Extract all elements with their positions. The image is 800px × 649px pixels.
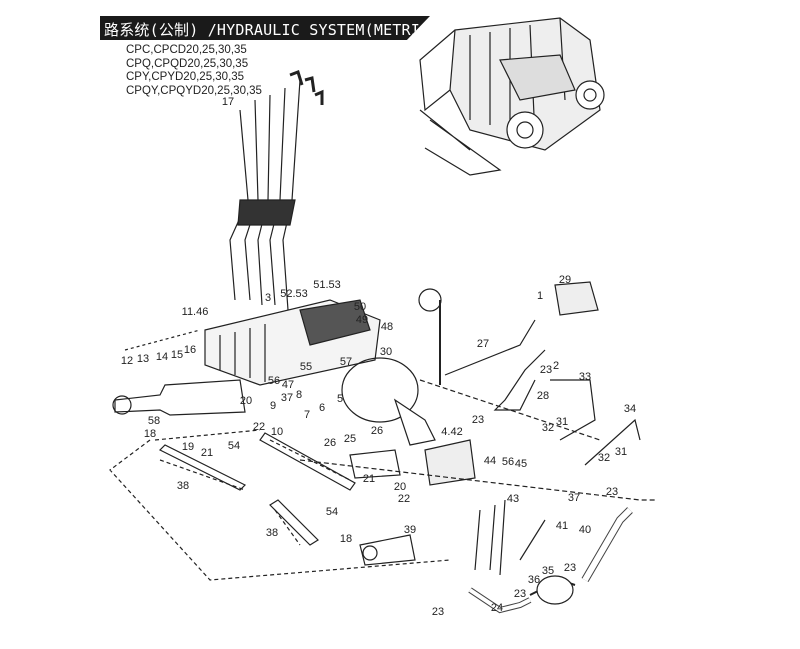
part-callout: 5 (336, 393, 344, 405)
part-callout: 57 (339, 356, 353, 368)
part-callout: 2 (552, 360, 560, 372)
part-callout: 38 (176, 480, 190, 492)
part-callout: 52.53 (280, 288, 308, 300)
part-callout: 49 (355, 314, 369, 326)
part-callout: 44 (483, 455, 497, 467)
part-callout: 56 (267, 375, 281, 387)
part-callout: 9 (269, 400, 277, 412)
part-callout: 38 (265, 527, 279, 539)
part-callout: 13 (136, 353, 150, 365)
control-levers (229, 70, 324, 311)
part-callout: 12 (120, 355, 134, 367)
part-callout: 4.42 (441, 426, 463, 438)
part-callout: 39 (403, 524, 417, 536)
part-callout: 7 (303, 409, 311, 421)
part-callout: 37 (280, 392, 294, 404)
part-callout: 43 (506, 493, 520, 505)
part-callout: 54 (227, 440, 241, 452)
part-callout: 32 (597, 452, 611, 464)
model-line: CPC,CPCD20,25,30,35 (126, 44, 247, 56)
part-callout: 14 (155, 351, 169, 363)
part-callout: 51.53 (313, 279, 341, 291)
part-callout: 15 (170, 349, 184, 361)
part-callout: 31 (614, 446, 628, 458)
part-callout: 26 (370, 425, 384, 437)
part-callout: 22 (252, 421, 266, 433)
forklift-illustration (419, 17, 605, 176)
part-callout: 33 (578, 371, 592, 383)
part-callout: 40 (578, 524, 592, 536)
page-title: 路系统(公制) /HYDRAULIC SYSTEM(METRIC) (104, 21, 439, 39)
control-valve (124, 299, 381, 386)
part-callout: 30 (379, 346, 393, 358)
part-callout: 16 (183, 344, 197, 356)
part-callout: 23 (563, 562, 577, 574)
part-callout: 36 (527, 574, 541, 586)
part-callout: 23 (471, 414, 485, 426)
part-callout: 27 (476, 338, 490, 350)
part-callout: 34 (623, 403, 637, 415)
part-callout: 25 (343, 433, 357, 445)
part-callout: 50 (353, 301, 367, 313)
part-callout: 48 (380, 321, 394, 333)
part-callout: 26 (323, 437, 337, 449)
part-callout: 55 (299, 361, 313, 373)
part-callout: 45 (514, 458, 528, 470)
part-callout: 22 (397, 493, 411, 505)
part-callout: 6 (318, 402, 326, 414)
part-callout: 58 (147, 415, 161, 427)
part-callout: 1 (536, 290, 544, 302)
model-list: CPC,CPCD20,25,30,35 CPQ,CPQD20,25,30,35 … (126, 44, 262, 98)
part-callout: 24 (490, 602, 504, 614)
part-callout: 10 (270, 426, 284, 438)
part-callout: 19 (181, 441, 195, 453)
part-callout: 23 (431, 606, 445, 618)
part-callout: 11.46 (181, 306, 209, 318)
hydraulic-tank (341, 288, 442, 446)
part-callout: 31 (555, 416, 569, 428)
part-callout: 18 (339, 533, 353, 545)
model-line: CPQ,CPQD20,25,30,35 (126, 57, 249, 70)
part-callout: 29 (558, 274, 572, 286)
part-callout: 37 (567, 492, 581, 504)
part-callout: 56 (501, 456, 515, 468)
part-callout: 21 (200, 447, 214, 459)
part-callout: 54 (325, 506, 339, 518)
part-callout: 20 (239, 395, 253, 407)
part-callout: 47 (281, 379, 295, 391)
part-callout: 32 (541, 422, 555, 434)
part-callout: 20 (393, 481, 407, 493)
part-callout: 17 (221, 96, 235, 108)
part-callout: 41 (555, 520, 569, 532)
part-callout: 28 (536, 390, 550, 402)
part-callout: 23 (513, 588, 527, 600)
part-callout: 3 (264, 292, 272, 304)
part-callout: 35 (541, 565, 555, 577)
title-bar: 路系统(公制) /HYDRAULIC SYSTEM(METRIC) (100, 16, 430, 40)
part-callout: 18 (143, 428, 157, 440)
part-callout: 23 (605, 486, 619, 498)
part-callout: 8 (295, 389, 303, 401)
cylinders (112, 379, 476, 566)
part-callout: 21 (362, 473, 376, 485)
model-line: CPQY,CPQYD20,25,30,35 (126, 84, 262, 97)
model-line: CPY,CPYD20,25,30,35 (126, 71, 245, 84)
part-callout: 23 (539, 364, 553, 376)
pump-and-hoses (109, 281, 655, 614)
